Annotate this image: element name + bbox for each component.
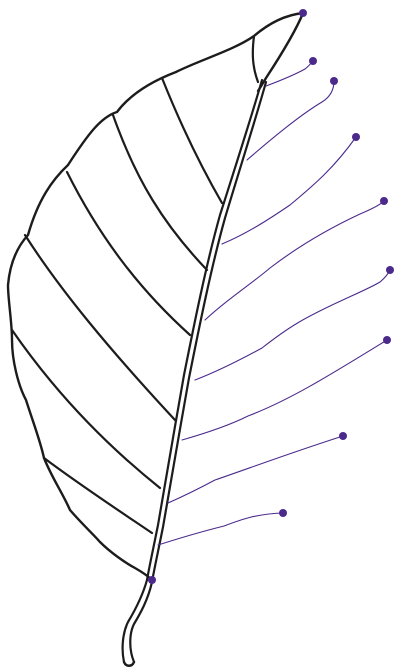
label-pointer-dot-9[interactable] [279, 509, 287, 517]
lateral-vein-4 [67, 172, 190, 335]
label-pointer-dot-10[interactable] [148, 576, 156, 584]
label-pointer-line-7 [182, 340, 387, 440]
label-pointer-line-4 [222, 137, 356, 244]
lateral-vein-5 [25, 235, 175, 420]
label-pointer-line-2 [266, 61, 313, 86]
lateral-vein-6 [12, 330, 160, 488]
label-pointer-dot-7[interactable] [383, 336, 391, 344]
label-pointer-dot-4[interactable] [352, 133, 360, 141]
label-pointer-dot-2[interactable] [309, 57, 317, 65]
label-pointer-dot-1[interactable] [299, 9, 307, 17]
label-pointer-dot-8[interactable] [339, 432, 347, 440]
label-pointers [148, 9, 394, 584]
label-pointer-line-6 [195, 270, 390, 380]
label-pointer-line-5 [205, 201, 384, 320]
lateral-vein-2 [162, 78, 222, 203]
label-pointer-dot-3[interactable] [330, 77, 338, 85]
leaf-apex-edge [258, 13, 303, 91]
label-pointer-dot-5[interactable] [380, 197, 388, 205]
leaf-petiole-tip [124, 662, 134, 666]
label-pointer-line-3 [247, 81, 334, 160]
lateral-vein-1 [253, 36, 258, 82]
leaf-midrib-right [152, 82, 266, 582]
lateral-vein-3 [113, 115, 207, 270]
leaf-blade-outline [8, 13, 303, 580]
label-pointer-dot-6[interactable] [386, 266, 394, 274]
label-pointer-line-9 [158, 513, 283, 545]
label-pointer-line-8 [168, 436, 343, 503]
